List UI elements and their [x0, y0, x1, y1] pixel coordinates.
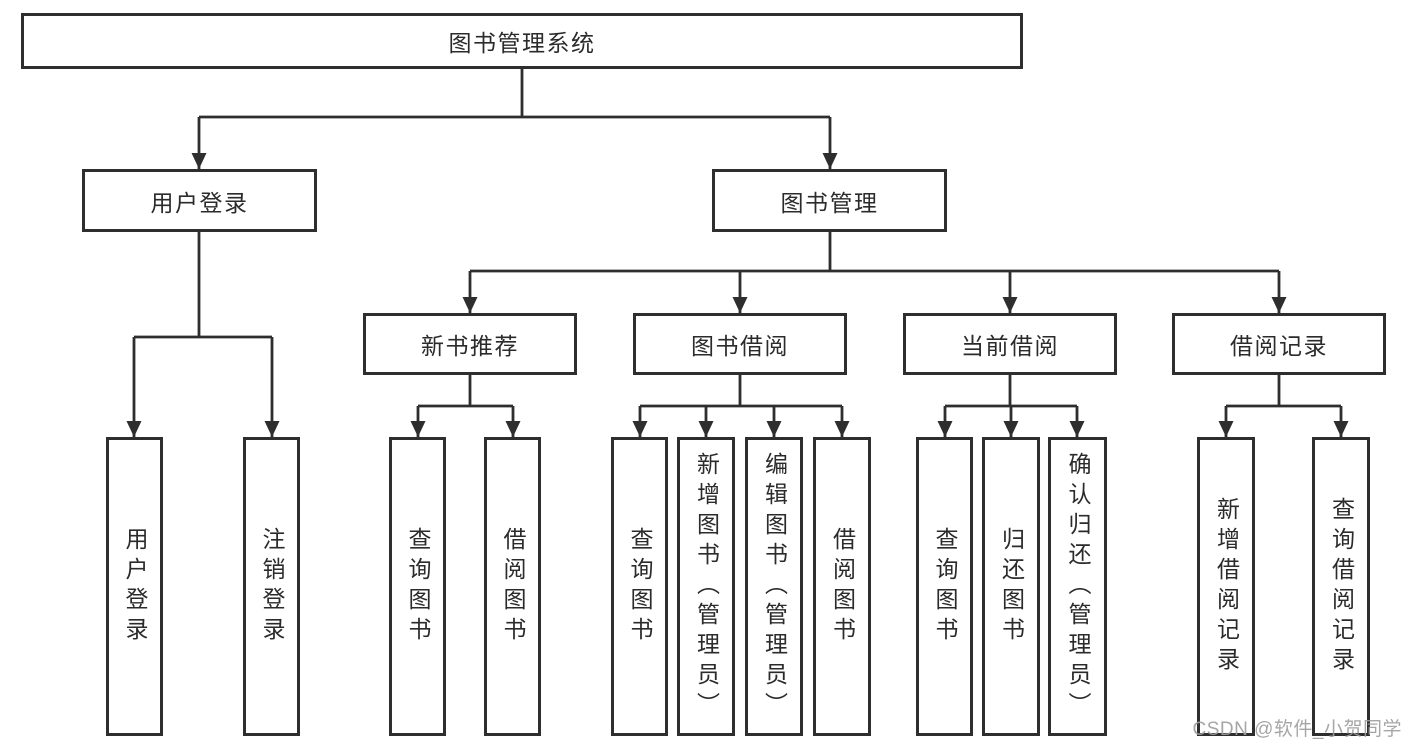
- node-current-confirm-return: 确认归还（管理员）: [1048, 437, 1107, 736]
- connector-book-borrowing-to-leaves: [632, 375, 850, 437]
- node-leaf-user-login: 用户登录: [106, 437, 163, 736]
- node-borrowing-edit-books: 编辑图书（管理员）: [745, 437, 803, 736]
- node-current-return-books: 归还图书: [982, 437, 1040, 736]
- node-borrowing-query-books: 查询图书: [611, 437, 668, 736]
- node-new-book-recommend: 新书推荐: [363, 313, 577, 375]
- node-records-query-record: 查询借阅记录: [1312, 437, 1370, 736]
- node-borrowing-records: 借阅记录: [1172, 313, 1386, 375]
- node-recommend-borrow-books: 借阅图书: [484, 437, 541, 736]
- node-borrowing-add-books: 新增图书（管理员）: [677, 437, 735, 736]
- node-current-query-books: 查询图书: [916, 437, 973, 736]
- node-book-borrowing: 图书借阅: [633, 313, 847, 375]
- node-borrowing-borrow-books: 借阅图书: [813, 437, 871, 736]
- node-root: 图书管理系统: [21, 13, 1023, 69]
- connector-root-to-level2: [191, 69, 838, 169]
- node-recommend-query-books: 查询图书: [389, 437, 446, 736]
- connector-borrowing-records-to-leaves: [1218, 375, 1349, 437]
- connector-current-borrowing-to-leaves: [937, 375, 1085, 437]
- connector-book-management-to-level3: [462, 232, 1287, 313]
- csdn-watermark: CSDN @软件_小贺同学: [1192, 719, 1402, 740]
- connector-user-login-to-leaves: [126, 232, 280, 437]
- node-records-add-record: 新增借阅记录: [1197, 437, 1255, 736]
- node-current-borrowing: 当前借阅: [903, 313, 1117, 375]
- connector-new-book-recommend-to-leaves: [410, 375, 521, 437]
- node-user-login: 用户登录: [82, 169, 317, 232]
- node-leaf-logout: 注销登录: [243, 437, 300, 736]
- node-book-management: 图书管理: [712, 169, 947, 232]
